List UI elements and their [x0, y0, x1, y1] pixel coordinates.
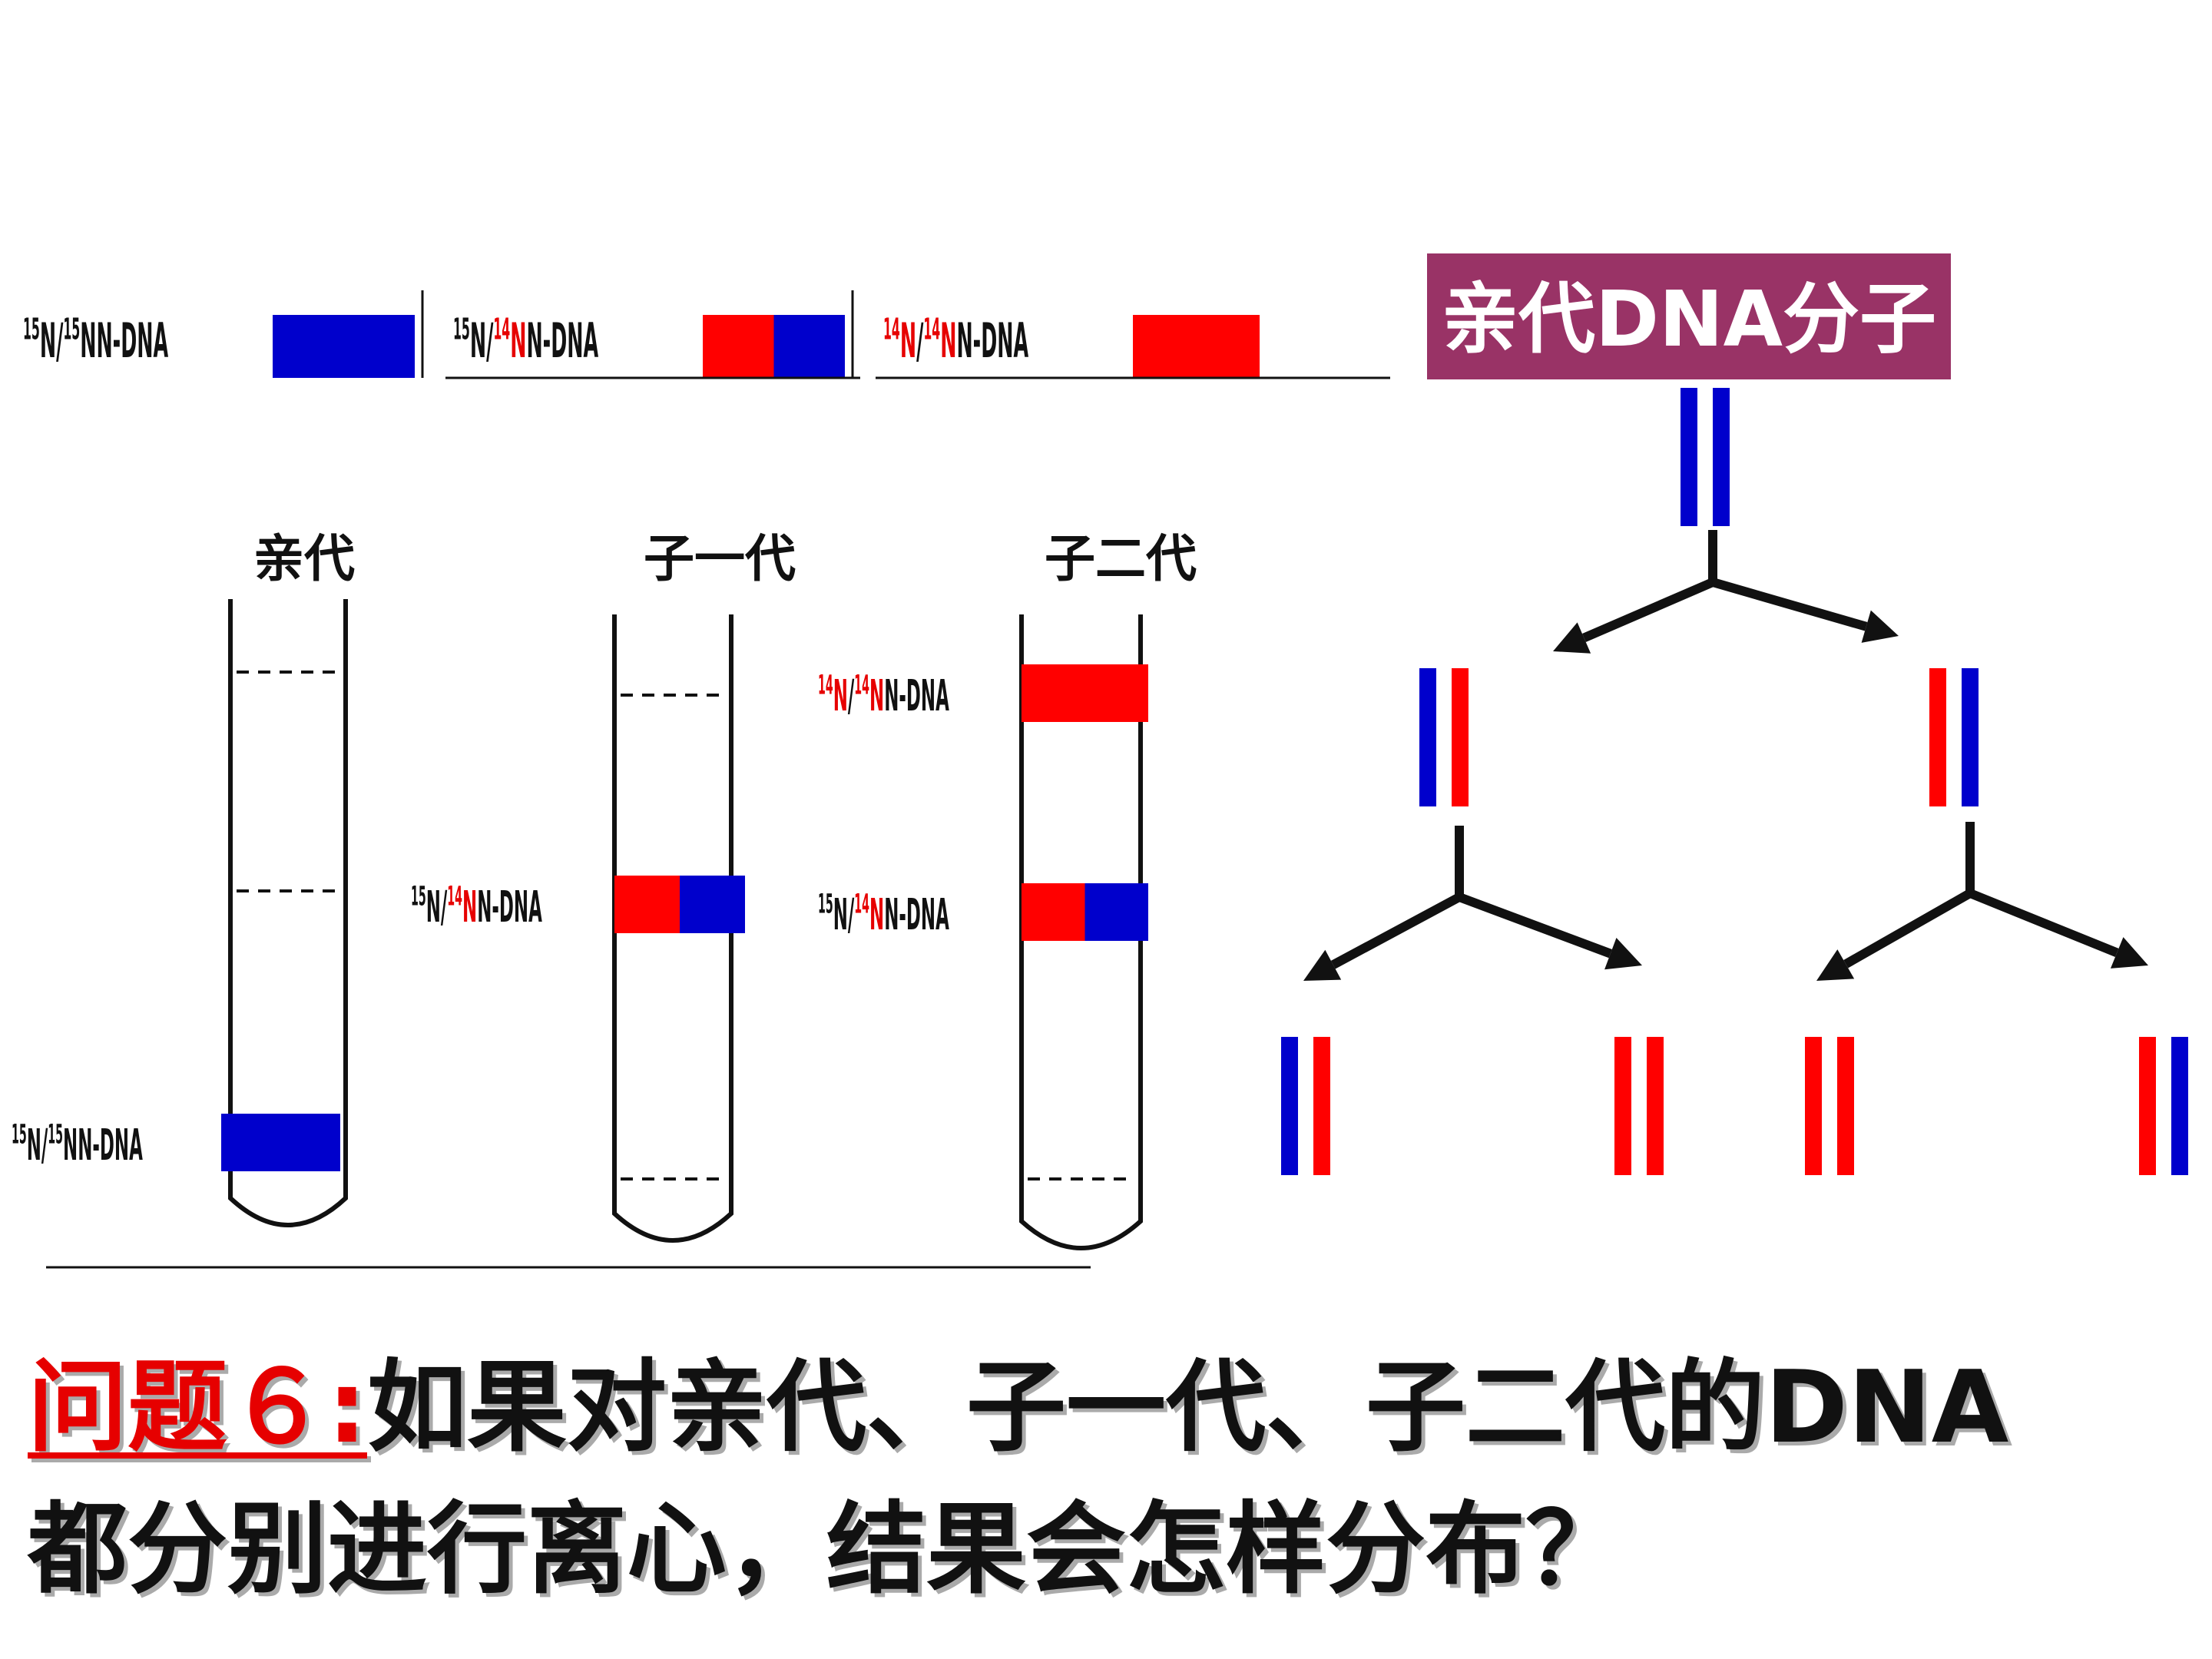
gen1-dna-2 — [1929, 668, 1979, 806]
band-left-half — [614, 876, 680, 933]
strand-right — [1837, 1037, 1854, 1175]
arrow-head — [1303, 949, 1342, 981]
legend-swatch-3 — [1133, 315, 1260, 378]
strand-left — [1681, 388, 1697, 526]
question-text: 问题６:如果对亲代、子一代、子二代的DNA 都分别进行离心，结果会怎样分布？ — [28, 1336, 2194, 1621]
arrow-head — [1816, 949, 1855, 981]
isotope-suffix: N-DNA — [477, 882, 542, 932]
question-label: 问题６: — [28, 1349, 367, 1465]
band-label: 15N/15NN-DNA — [12, 1120, 143, 1171]
isotope-suffix: N-DNA — [884, 890, 949, 940]
tube-outline — [228, 599, 348, 1227]
tube-band — [614, 876, 745, 933]
question-line-2: 都分别进行离心，结果会怎样分布？ — [28, 1491, 1626, 1608]
isotope-a: 15 — [411, 882, 426, 912]
strand-left — [2139, 1037, 2156, 1175]
strand-left — [1614, 1037, 1631, 1175]
strand-right — [2171, 1037, 2188, 1175]
replication-arrow — [1711, 578, 1868, 631]
isotope-a: 14 — [818, 671, 833, 701]
tube-label: 子一代 — [644, 529, 796, 588]
parent-dna — [1681, 388, 1730, 526]
band-label: 15N/14NN-DNA — [818, 889, 949, 940]
band-right-half — [1084, 883, 1148, 941]
tube-1: 亲代 15N/15NN-DNA — [12, 529, 355, 1227]
band-fill — [1133, 315, 1260, 378]
tree-title-box — [1427, 253, 1951, 379]
arrow-head — [1861, 610, 1899, 643]
gen2-dna-2 — [1614, 1037, 1664, 1175]
band-fill — [221, 1114, 340, 1171]
isotope-b: 14 — [447, 882, 462, 912]
strand-left — [1281, 1037, 1298, 1175]
gen2-dna-3 — [1805, 1037, 1854, 1175]
replication-arrow — [1581, 578, 1715, 643]
legend-label-3: 14N/14NN-DNA — [883, 312, 1028, 369]
strand-right — [1452, 668, 1469, 806]
isotope-b: 14 — [493, 312, 510, 346]
isotope-suffix: N-DNA — [956, 313, 1028, 369]
isotope-b: 15 — [63, 312, 80, 346]
tube-2: 子一代 15N/14NN-DNA — [411, 529, 796, 1243]
tube-band — [221, 1114, 340, 1171]
tube-outline — [1019, 614, 1143, 1250]
arrow-head — [2110, 937, 2148, 969]
replication-arrow — [1843, 889, 1972, 969]
isotope-b: 14 — [923, 312, 940, 346]
arrow-head — [1604, 937, 1642, 970]
band-fill — [273, 315, 415, 378]
replication-arrow — [1457, 892, 1612, 959]
strand-left — [1419, 668, 1436, 806]
band-label: 15N/14NN-DNA — [411, 882, 542, 932]
isotope-a: 14 — [883, 312, 900, 346]
band-right-half — [773, 315, 845, 378]
strand-left — [1929, 668, 1946, 806]
isotope-b: 15 — [48, 1120, 63, 1151]
legend-row: 15N/15NN-DNA 15N/14NN-DNA 14N/14NN-DNA — [23, 290, 1390, 379]
band-fill — [1022, 664, 1148, 722]
gen2-dna-1 — [1281, 1037, 1330, 1175]
isotope-a: 15 — [23, 312, 40, 346]
question-line-1: 如果对亲代、子一代、子二代的DNA — [367, 1349, 2009, 1465]
isotope-b: 14 — [854, 889, 869, 920]
isotope-suffix: N-DNA — [884, 671, 949, 721]
isotope-suffix: N-DNA — [96, 313, 168, 369]
tube-band — [1022, 664, 1148, 722]
gen2-dna-4 — [2139, 1037, 2188, 1175]
strand-left — [1805, 1037, 1822, 1175]
gen1-dna-1 — [1419, 668, 1469, 806]
isotope-a: 15 — [453, 312, 470, 346]
replication-tree: 亲代DNA分子 — [1281, 253, 2188, 1175]
tube-label: 子二代 — [1045, 529, 1197, 588]
tree-title: 亲代DNA分子 — [1442, 274, 1936, 364]
tube-outline — [612, 614, 733, 1243]
band-left-half — [703, 315, 774, 378]
isotope-suffix: N-DNA — [78, 1121, 143, 1171]
arrow-head — [1553, 622, 1591, 654]
isotope-b: 14 — [854, 671, 869, 701]
strand-right — [1962, 668, 1979, 806]
isotope-a: 15 — [818, 889, 833, 920]
tube-label: 亲代 — [253, 529, 355, 588]
replication-arrow — [1968, 889, 2119, 958]
band-right-half — [680, 876, 745, 933]
legend-swatch-1 — [273, 315, 415, 378]
legend-label-2: 15N/14NN-DNA — [453, 312, 598, 369]
strand-right — [1647, 1037, 1664, 1175]
tube-3: 子二代 14N/14NN-DNA 15N/14NN-DNA — [818, 529, 1197, 1250]
band-left-half — [1022, 883, 1085, 941]
legend-label-1: 15N/15NN-DNA — [23, 312, 168, 369]
isotope-a: 15 — [12, 1120, 27, 1151]
legend-swatch-2 — [703, 315, 845, 378]
strand-right — [1713, 388, 1730, 526]
centrifuge-tubes: 亲代 15N/15NN-DNA 子一代 15N/14NN-DNA 子二代 14N/14NN… — [12, 529, 1197, 1269]
band-label: 14N/14NN-DNA — [818, 671, 949, 721]
tube-band — [1022, 883, 1148, 941]
strand-right — [1313, 1037, 1330, 1175]
isotope-suffix: N-DNA — [526, 313, 598, 369]
replication-arrow — [1330, 892, 1462, 969]
